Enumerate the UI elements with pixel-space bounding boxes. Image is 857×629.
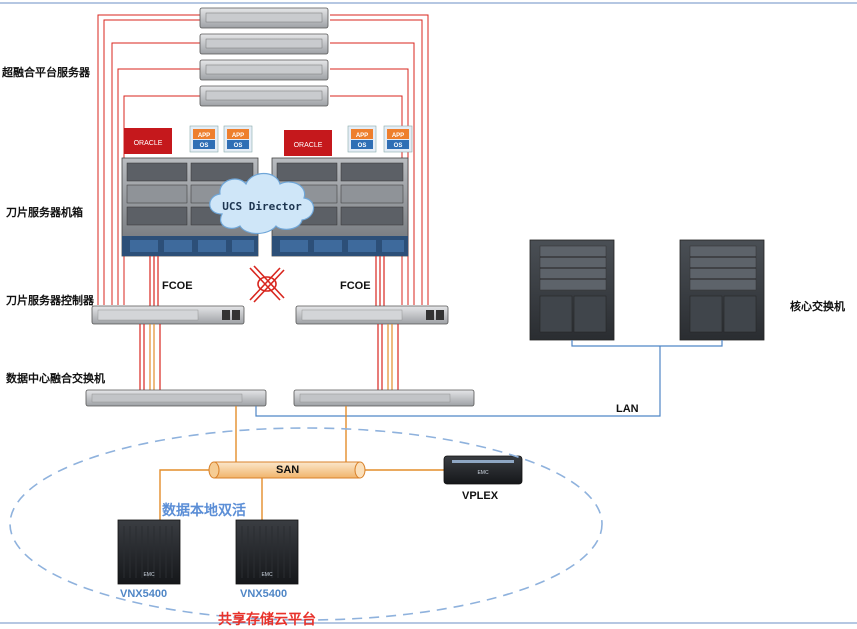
svg-text:UCS Director: UCS Director xyxy=(222,200,302,213)
app-os-tile-4: APP OS xyxy=(383,125,413,153)
svg-text:APP: APP xyxy=(356,133,368,139)
label-shared-storage: 共享存储云平台 xyxy=(218,611,316,627)
label-blade-controller: 刀片服务器控制器 xyxy=(6,295,94,307)
hci-cabling xyxy=(97,14,429,305)
svg-text:OS: OS xyxy=(394,143,403,149)
label-blade-chassis: 刀片服务器机箱 xyxy=(6,207,83,219)
fcoe-links-left xyxy=(149,256,159,306)
svg-text:ORACLE: ORACLE xyxy=(134,140,163,147)
san-tube xyxy=(208,461,366,479)
oracle-logo-right: ORACLE xyxy=(284,130,332,156)
core-switch-left xyxy=(529,239,615,341)
svg-text:EMC: EMC xyxy=(143,572,155,578)
lan-links xyxy=(255,340,723,417)
dc-switch-left xyxy=(85,389,267,407)
label-lan: LAN xyxy=(616,403,639,415)
label-vplex: VPLEX xyxy=(462,490,499,502)
blade-controller-left xyxy=(91,305,245,325)
vnx-array-right: EMC xyxy=(235,519,299,585)
label-core-switch: 核心交换机 xyxy=(790,301,845,313)
label-vnx-left: VNX5400 xyxy=(120,588,168,600)
no-cross-link-icon xyxy=(249,265,285,303)
controller-to-switch-links-left xyxy=(139,324,161,392)
vplex-appliance: EMC xyxy=(443,455,523,485)
hci-server-2 xyxy=(199,33,329,55)
blade-controller-right xyxy=(295,305,449,325)
svg-text:EMC: EMC xyxy=(261,572,273,578)
svg-text:OS: OS xyxy=(234,143,243,149)
hci-server-1 xyxy=(199,7,329,29)
svg-text:APP: APP xyxy=(198,133,210,139)
label-fcoe-left: FCOE xyxy=(162,280,193,292)
label-active-active: 数据本地双活 xyxy=(162,502,246,518)
label-dc-switch: 数据中心融合交换机 xyxy=(6,373,105,385)
app-os-tile-3: APP OS xyxy=(347,125,377,153)
fcoe-links-right xyxy=(375,256,385,306)
dc-switch-right xyxy=(293,389,475,407)
shared-storage-boundary xyxy=(9,427,603,621)
svg-text:OS: OS xyxy=(200,143,209,149)
app-os-tile-1: APP OS xyxy=(189,125,219,153)
san-links xyxy=(159,406,444,520)
hci-server-4 xyxy=(199,85,329,107)
svg-text:APP: APP xyxy=(392,133,404,139)
svg-text:APP: APP xyxy=(232,133,244,139)
label-fcoe-right: FCOE xyxy=(340,280,371,292)
label-hci-servers: 超融合平台服务器 xyxy=(2,67,90,79)
ucs-director-cloud: UCS Director xyxy=(209,172,315,235)
svg-text:ORACLE: ORACLE xyxy=(294,142,323,149)
app-os-tile-2: APP OS xyxy=(223,125,253,153)
core-switch-right xyxy=(679,239,765,341)
label-san: SAN xyxy=(276,464,300,476)
svg-text:OS: OS xyxy=(358,143,367,149)
svg-text:EMC: EMC xyxy=(477,470,489,476)
oracle-logo-left: ORACLE xyxy=(124,128,172,154)
hci-server-3 xyxy=(199,59,329,81)
vnx-array-left: EMC xyxy=(117,519,181,585)
controller-to-switch-links-right xyxy=(377,324,399,392)
label-vnx-right: VNX5400 xyxy=(240,588,288,600)
hci-server-stack xyxy=(199,7,329,107)
